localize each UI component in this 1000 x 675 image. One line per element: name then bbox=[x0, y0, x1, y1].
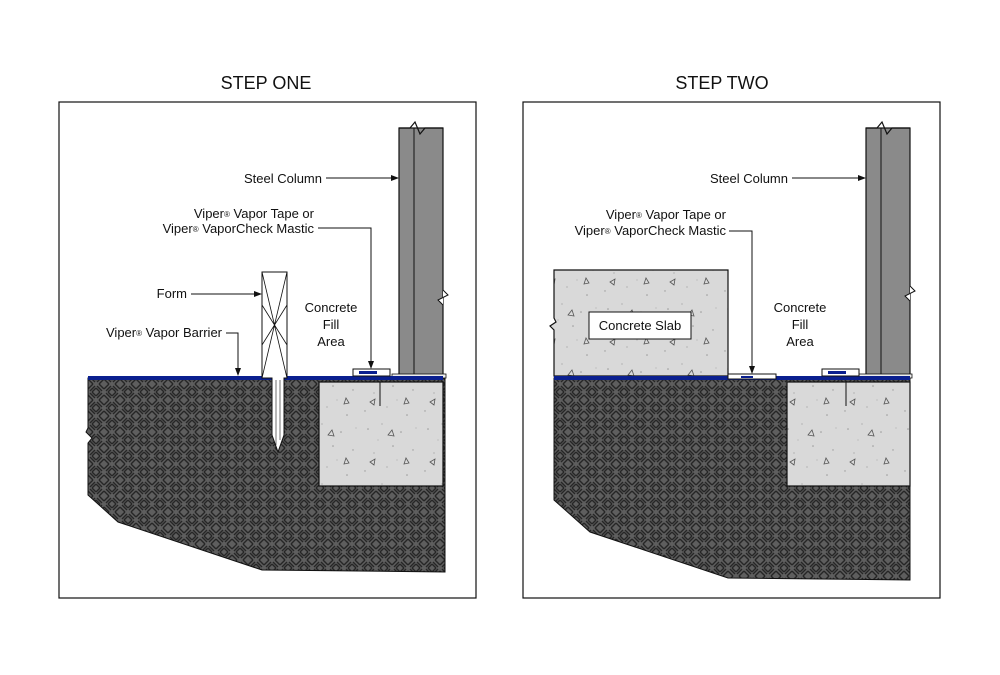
fill-area-label-line2: Fill bbox=[323, 317, 340, 332]
vapor-barrier-arrow bbox=[235, 368, 241, 376]
fill-area-label-line3: Area bbox=[786, 334, 814, 349]
steel-column-arrow bbox=[858, 175, 866, 181]
vapor-tape-leader bbox=[318, 227, 372, 362]
concrete-slab-label: Concrete Slab bbox=[599, 318, 681, 333]
fill-area-label-line2: Fill bbox=[792, 317, 809, 332]
step-two-frame bbox=[522, 101, 941, 599]
concrete-fill-area bbox=[318, 381, 444, 487]
steel-column-label: Steel Column bbox=[244, 171, 322, 186]
steel-column bbox=[398, 120, 449, 379]
concrete-slab-label-box bbox=[588, 311, 692, 340]
fill-area-label-line3: Area bbox=[317, 334, 345, 349]
fill-area-label-line1: Concrete bbox=[305, 300, 358, 315]
vapor-tape-arrow bbox=[749, 366, 755, 374]
step-one-panel: STEP ONE bbox=[58, 73, 477, 599]
step-one-title: STEP ONE bbox=[221, 73, 312, 93]
steel-column-arrow bbox=[391, 175, 399, 181]
vapor-tape-slab-joint bbox=[727, 373, 777, 380]
vapor-tape-label-line1: Viper® Vapor Tape or bbox=[606, 207, 727, 222]
vapor-barrier-leader bbox=[226, 332, 239, 369]
form-arrow bbox=[254, 291, 262, 297]
vapor-tape bbox=[352, 368, 391, 377]
step-two-panel: STEP TWO Concrete Slab bbox=[522, 73, 941, 599]
steel-column bbox=[865, 120, 916, 379]
step-one-frame bbox=[58, 101, 477, 599]
steel-column-label: Steel Column bbox=[710, 171, 788, 186]
form-stake bbox=[261, 271, 288, 454]
vapor-tape-label-line2: Viper® VaporCheck Mastic bbox=[163, 221, 315, 236]
step-two-title: STEP TWO bbox=[675, 73, 768, 93]
vapor-tape-label-line2: Viper® VaporCheck Mastic bbox=[575, 223, 727, 238]
vapor-tape-column bbox=[821, 368, 860, 377]
form-label: Form bbox=[157, 286, 187, 301]
vapor-tape-label-line1: Viper® Vapor Tape or bbox=[194, 206, 315, 221]
fill-area-label-line1: Concrete bbox=[774, 300, 827, 315]
vapor-tape-arrow bbox=[368, 361, 374, 369]
vapor-barrier-label: Viper® Vapor Barrier bbox=[106, 325, 223, 340]
concrete-fill-area bbox=[786, 381, 911, 487]
vapor-tape-leader bbox=[729, 230, 753, 367]
